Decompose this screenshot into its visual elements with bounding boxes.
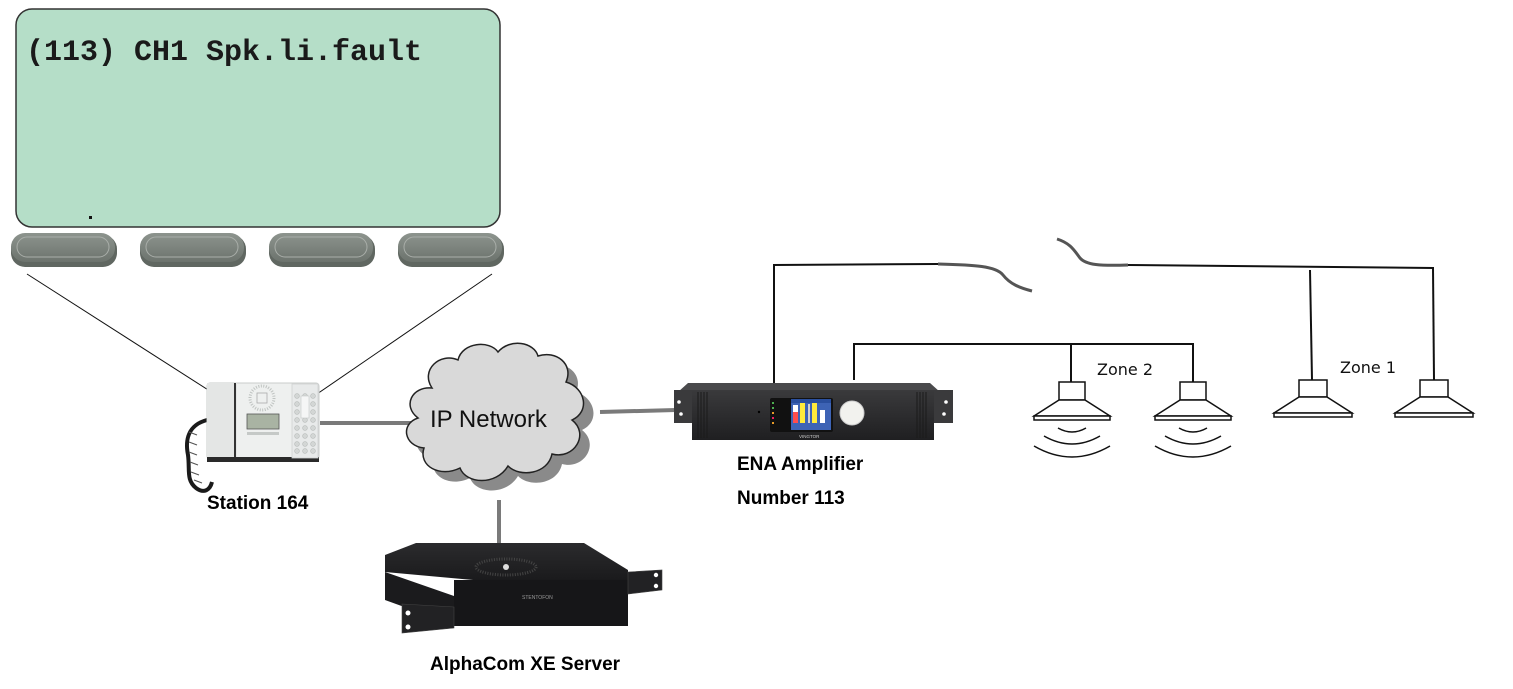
softkey-2[interactable] [140, 233, 246, 267]
zone1-speaker-line [772, 237, 1435, 383]
display-panel: (113) CH1 Spk.li.fault [15, 8, 501, 228]
server-device[interactable]: STENTOFON [385, 543, 663, 634]
display-message: (113) CH1 Spk.li.fault [26, 36, 422, 70]
network-cables [320, 408, 677, 548]
handset-cord [185, 418, 214, 493]
cable-network-amplifier [599, 408, 677, 414]
zone1-label: Zone 1 [1340, 358, 1396, 377]
network-label: IP Network [430, 406, 548, 433]
amplifier-status-leds [772, 402, 774, 424]
station-device[interactable] [185, 382, 320, 493]
softkey-3[interactable] [269, 233, 375, 267]
station-label: Station 164 [207, 493, 309, 514]
softkeys [11, 233, 504, 267]
softkey-1[interactable] [11, 233, 117, 267]
ip-network-cloud: IP Network [405, 342, 594, 491]
station-lcd [246, 413, 280, 430]
amplifier-label-line2: Number 113 [737, 488, 845, 509]
broken-wire-end-right [1056, 237, 1129, 267]
broken-wire-end-left [937, 262, 1033, 293]
display-cursor [89, 216, 92, 219]
softkey-4[interactable] [398, 233, 504, 267]
display-screen [15, 8, 501, 228]
zone2-speaker-1 [1031, 381, 1113, 458]
amplifier-device[interactable]: VINGTOR [674, 383, 953, 440]
amplifier-brand: VINGTOR [799, 434, 820, 439]
zone1-speaker-2 [1392, 379, 1476, 418]
zone2-speaker-line [853, 343, 1194, 382]
amplifier-volume-knob [839, 400, 865, 426]
zone1-speaker-1 [1271, 379, 1355, 418]
amplifier-label-line1: ENA Amplifier [737, 454, 864, 475]
zone2-speaker-2 [1152, 381, 1234, 458]
server-brand: STENTOFON [522, 595, 553, 601]
zone2-label: Zone 2 [1097, 360, 1153, 379]
server-label: AlphaCom XE Server [430, 654, 621, 675]
